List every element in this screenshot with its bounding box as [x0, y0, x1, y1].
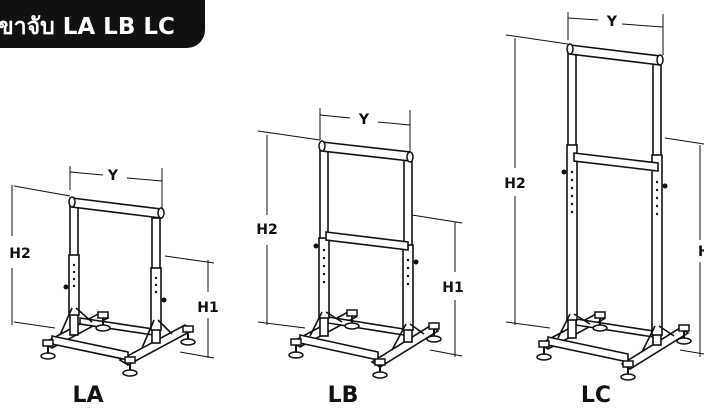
- title-banner: ขาจับ LA LB LC: [0, 0, 205, 48]
- stand-lc: Y H2 H: [504, 12, 704, 408]
- la-label: LA: [72, 383, 103, 408]
- lc-y-label: Y: [606, 14, 618, 30]
- stand-lb: Y H2 H1: [256, 108, 464, 408]
- la-y-label: Y: [107, 168, 119, 184]
- lc-h2-label: H2: [504, 176, 525, 192]
- lb-h2-label: H2: [256, 222, 277, 238]
- lb-h1-label: H1: [442, 280, 463, 296]
- la-h1-label: H1: [197, 300, 218, 316]
- lc-h-label: H: [698, 244, 704, 260]
- lc-label: LC: [581, 383, 611, 408]
- lb-y-label: Y: [358, 112, 370, 128]
- lb-label: LB: [328, 383, 359, 408]
- la-h2-label: H2: [9, 246, 30, 262]
- banner-title: ขาจับ LA LB LC: [0, 14, 175, 40]
- stand-la: Y H2 H1: [9, 166, 219, 408]
